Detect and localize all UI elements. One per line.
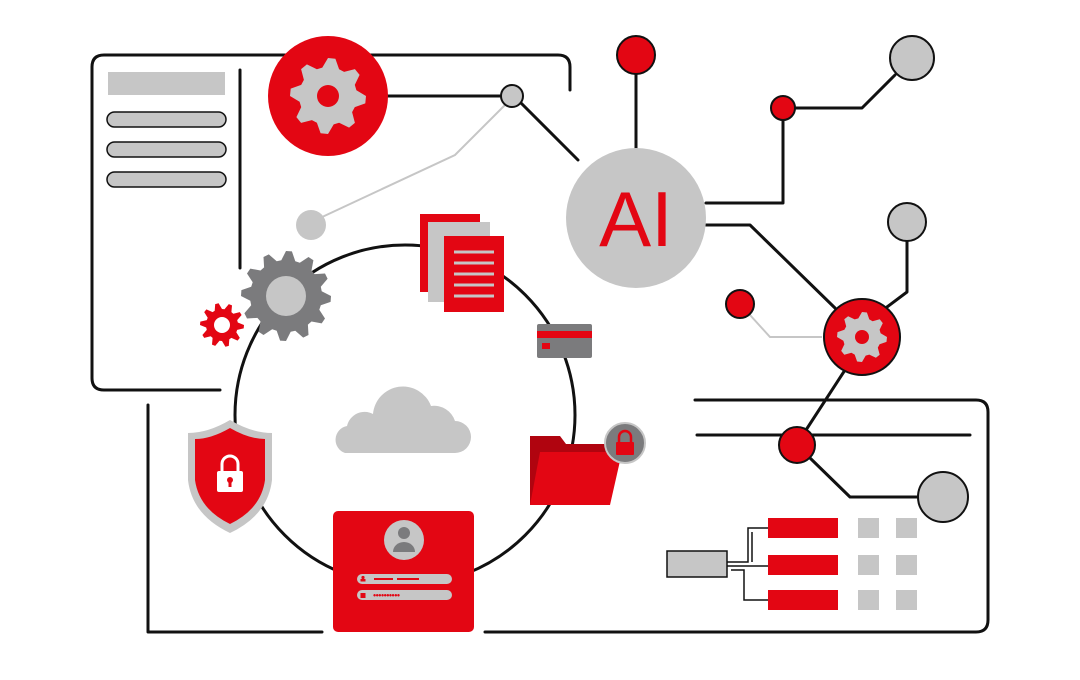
gray-node — [296, 210, 326, 240]
folder-icon — [530, 436, 622, 505]
gear-hub — [266, 276, 306, 316]
connector — [804, 368, 920, 499]
red-node — [725, 289, 755, 319]
gear-hole — [317, 85, 339, 107]
gray-node — [500, 84, 524, 108]
documents-icon — [420, 214, 504, 312]
left-panel-frame — [90, 53, 572, 392]
panel-header-bar — [108, 72, 225, 95]
gear-hole — [855, 330, 869, 344]
red-node — [616, 35, 656, 75]
credit-card-icon — [537, 324, 592, 358]
bottom-left-frame — [146, 403, 324, 634]
panel-list-item — [106, 171, 227, 188]
lock-badge-icon — [604, 422, 646, 464]
password-mask: •••••••••• — [373, 591, 400, 601]
gear-hole — [214, 317, 230, 333]
login-card: •••••••••• — [333, 511, 474, 632]
user-icon — [398, 527, 410, 539]
red-node — [770, 95, 796, 121]
panel-list-item — [106, 111, 227, 128]
password-field[interactable] — [357, 590, 452, 600]
gray-connector — [749, 314, 822, 338]
connector — [704, 223, 909, 310]
panel-list-item — [106, 141, 227, 158]
connector — [704, 73, 897, 205]
red-node — [778, 426, 816, 464]
cloud-icon — [335, 386, 471, 453]
bottom-right-panel-frame — [483, 398, 990, 634]
avatar — [384, 520, 424, 560]
hierarchy-tree — [666, 518, 917, 610]
connector — [386, 94, 580, 162]
gray-node — [889, 35, 935, 81]
shield-lock-icon — [188, 420, 272, 533]
gray-node — [887, 202, 927, 242]
gray-connector — [319, 104, 506, 219]
gray-node — [917, 471, 969, 523]
ai-label: AI — [599, 175, 673, 263]
ai-hub — [566, 148, 706, 288]
